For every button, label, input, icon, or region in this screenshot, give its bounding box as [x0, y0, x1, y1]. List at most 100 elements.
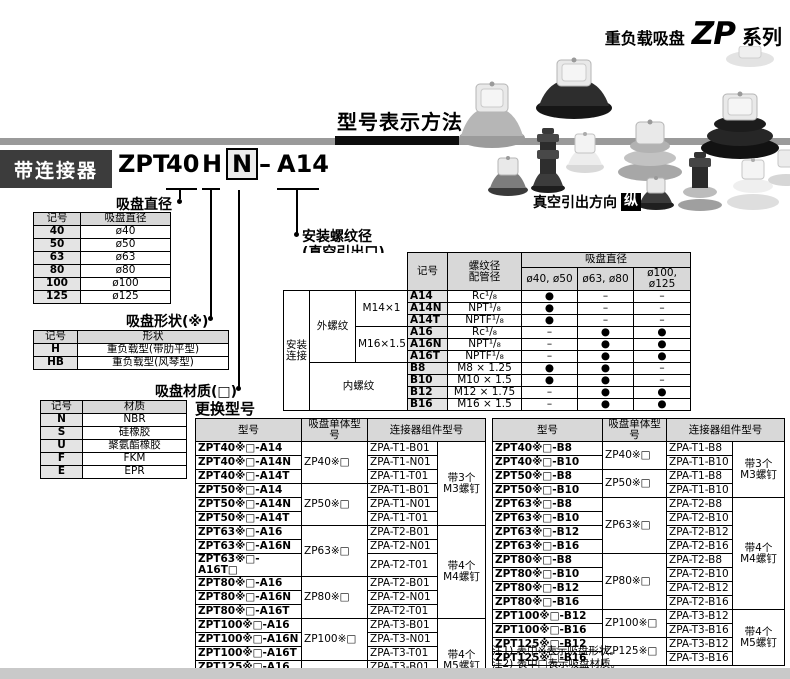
group-label-outer-thread: 外螺纹	[309, 290, 356, 364]
model-dash: –	[259, 150, 271, 178]
leader-line-material	[238, 190, 240, 388]
model-shape: H	[202, 150, 223, 178]
model-material-box: N	[226, 148, 259, 180]
series-code: ZP	[691, 16, 736, 52]
table-row: ZPT63※□-A16T□ZPA-T2-T01	[195, 553, 486, 578]
callout-thread-line1: 安装螺纹径	[302, 229, 372, 245]
leader-line-thread	[296, 190, 298, 234]
callout-material: 吸盘材质(□)	[155, 384, 238, 400]
group-label-mounting: 安装连接	[283, 290, 310, 412]
footnote-1: 注1) 表中※表示吸盘形状。	[492, 645, 620, 657]
model-size: 40	[166, 150, 200, 178]
leader-dot-material	[236, 386, 241, 391]
suction-cup-photo	[566, 132, 604, 173]
table-row: ø40, ø50 ø63, ø80 ø100, ø125	[284, 266, 692, 292]
series-suffix: 系列	[742, 25, 782, 49]
thread-table: 记号 螺纹径 配管径 吸盘直径 ø40, ø50 ø63, ø80 ø100, …	[283, 251, 692, 412]
leader-line-shape	[210, 190, 212, 318]
callout-diameter: 吸盘直径	[116, 197, 172, 213]
series-label: 重负载吸盘	[604, 29, 685, 48]
col-header-diameter: 吸盘直径	[520, 252, 692, 268]
suction-cup-photo	[678, 152, 722, 211]
table-row: 记号 吸盘直径	[33, 212, 171, 226]
vacuum-direction-value-badge: 纵	[621, 193, 641, 211]
table-row: 安装连接 外螺纹 M14×1 A14 Rc¹/₈ ● – –	[283, 290, 692, 412]
model-method-title: 型号表示方法	[337, 110, 463, 134]
empty-header-space	[283, 252, 408, 291]
section-title-underline	[335, 136, 459, 145]
leader-dot-thread	[294, 232, 299, 237]
suction-cup-photo	[701, 91, 779, 159]
suction-cup-photo	[459, 81, 525, 148]
suction-cup-photo	[618, 119, 682, 181]
suction-cup-photo	[536, 57, 612, 119]
callout-shape: 吸盘形状(※)	[126, 314, 209, 330]
col-header-code: 记号	[407, 251, 448, 292]
suction-cup-photo	[727, 158, 779, 210]
suction-cup-photo	[768, 149, 790, 186]
table-row: 记号 螺纹径 配管径 吸盘直径	[283, 251, 692, 292]
underline-shape	[202, 188, 220, 190]
table-row: 记号 形状	[33, 330, 229, 344]
replacement-title: 更换型号	[195, 400, 256, 418]
leader-line-diameter	[179, 190, 181, 199]
leader-dot-shape	[208, 316, 213, 321]
table-row: 型号 吸盘单体型号 连接器组件型号	[195, 417, 486, 443]
suction-cup-photo	[488, 156, 528, 196]
group-label-m14: M14×1	[355, 290, 408, 328]
product-photo	[459, 46, 790, 211]
underline-thread	[277, 188, 319, 190]
suction-cup-photo	[531, 128, 565, 193]
leader-dot-diameter	[177, 199, 182, 204]
model-thread: A14	[277, 150, 329, 178]
table-row: 型号 吸盘单体型号 连接器组件型号	[492, 417, 785, 443]
group-label-inner-thread: 内螺纹	[309, 362, 408, 412]
suction-cup-photo	[726, 46, 774, 67]
underline-size	[166, 188, 197, 190]
col-header-thread-pipe: 螺纹径 配管径	[447, 251, 522, 292]
model-prefix: ZPT	[118, 150, 170, 178]
group-label-m16: M16×1.5	[355, 326, 408, 364]
